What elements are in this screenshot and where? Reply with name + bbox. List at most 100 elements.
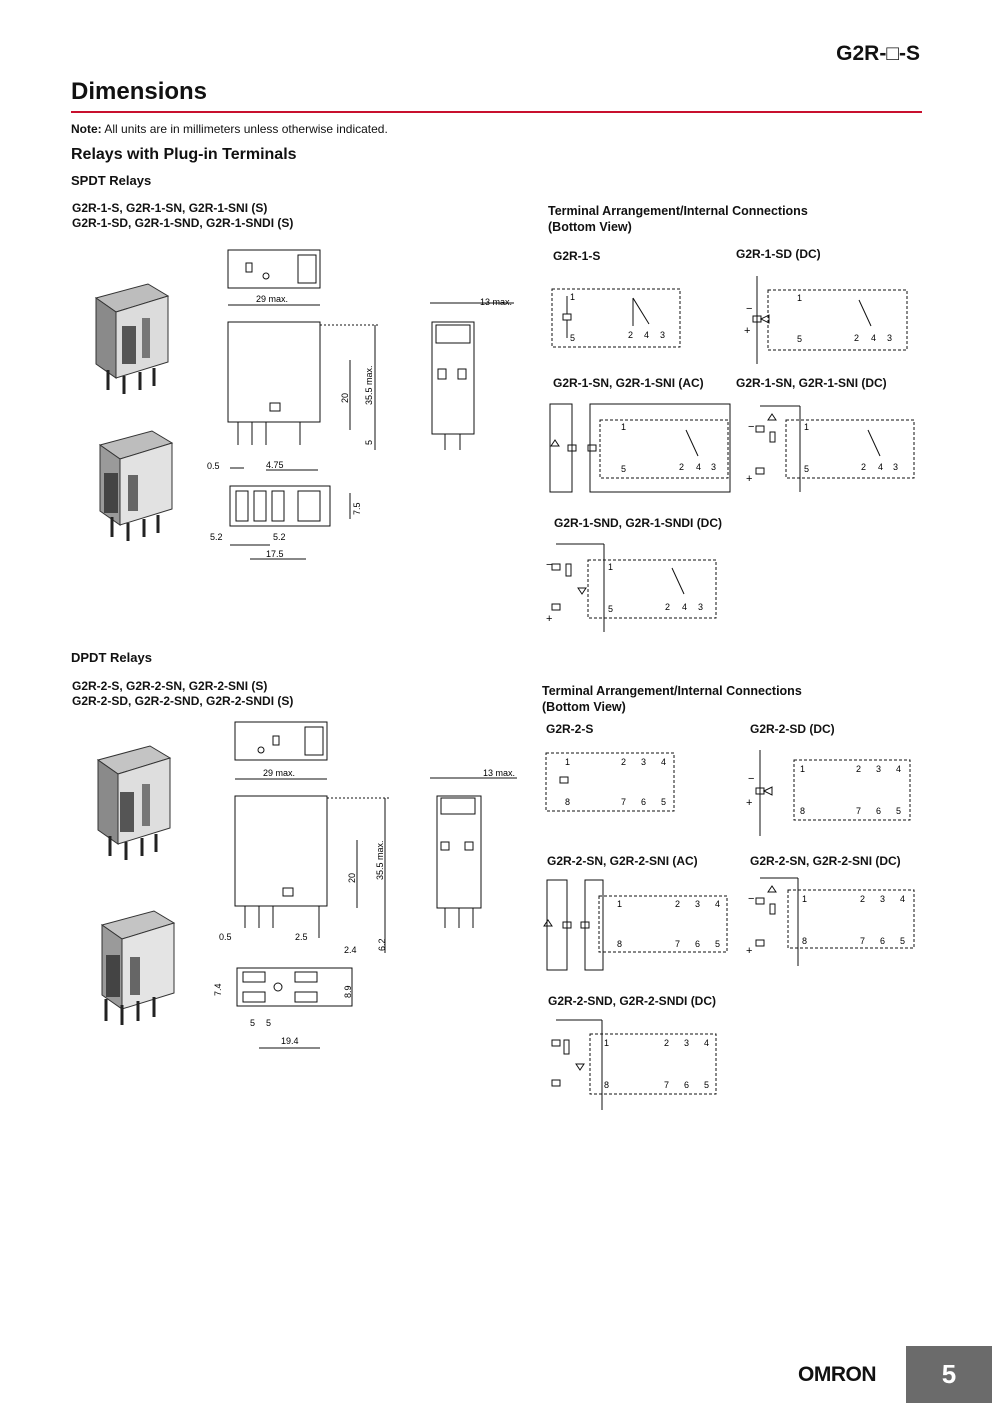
page-title: Dimensions <box>71 78 208 105</box>
spdt-dim-p175: 17.5 <box>266 549 284 559</box>
dpdt-subtitle: DPDT Relays <box>71 650 152 665</box>
svg-text:3: 3 <box>684 1038 689 1048</box>
svg-text:8: 8 <box>617 939 622 949</box>
svg-text:3: 3 <box>660 330 665 340</box>
svg-text:+: + <box>746 945 752 957</box>
svg-text:2: 2 <box>679 462 684 472</box>
spdt-dim-p52b: 5.2 <box>273 532 286 542</box>
svg-text:4: 4 <box>871 333 876 343</box>
svg-text:1: 1 <box>604 1038 609 1048</box>
dpdt-diagram-s-label: G2R-2-S <box>546 722 594 736</box>
section-title: Relays with Plug-in Terminals <box>71 146 297 163</box>
svg-text:4: 4 <box>661 757 666 767</box>
spdt-terminal-title: Terminal Arrangement/Internal Connection… <box>548 204 808 218</box>
note-text: All units are in millimeters unless othe… <box>101 122 388 136</box>
page-number: 5 <box>906 1346 992 1403</box>
svg-text:2: 2 <box>854 333 859 343</box>
spdt-dimension-drawing: 29 max. 20 35.5 max. 5 0.5 4.75 7.5 5.2 … <box>207 249 514 560</box>
dpdt-dim-h20: 20 <box>347 873 357 883</box>
svg-text:1: 1 <box>800 764 805 774</box>
svg-text:3: 3 <box>641 757 646 767</box>
dpdt-diagram-snd-label: G2R-2-SND, G2R-2-SNDI (DC) <box>548 994 717 1008</box>
spdt-models: G2R-1-S, G2R-1-SN, G2R-1-SNI (S) G2R-1-S… <box>72 201 293 231</box>
spdt-dim-width: 29 max. <box>256 294 288 304</box>
svg-text:7: 7 <box>856 806 861 816</box>
spdt-dim-t05: 0.5 <box>207 461 220 471</box>
dpdt-diagram-snac-label: G2R-2-SN, G2R-2-SNI (AC) <box>547 854 698 868</box>
dpdt-terminal-subtitle: (Bottom View) <box>542 700 626 714</box>
svg-text:7: 7 <box>621 797 626 807</box>
spdt-diagram-snac-label: G2R-1-SN, G2R-1-SNI (AC) <box>553 376 704 390</box>
svg-text:2: 2 <box>860 894 865 904</box>
dpdt-dim-t25: 2.5 <box>295 932 308 942</box>
svg-text:7: 7 <box>860 936 865 946</box>
omron-logo: OMRON <box>798 1363 877 1386</box>
spdt-models-line2: G2R-1-SD, G2R-1-SND, G2R-1-SNDI (S) <box>72 216 294 230</box>
svg-text:5: 5 <box>621 464 626 474</box>
svg-text:4: 4 <box>900 894 905 904</box>
spdt-subtitle: SPDT Relays <box>71 173 152 188</box>
svg-text:5: 5 <box>570 333 575 343</box>
svg-text:1: 1 <box>617 899 622 909</box>
spdt-dim-h20: 20 <box>340 393 350 403</box>
svg-text:+: + <box>746 473 752 485</box>
svg-text:2: 2 <box>861 462 866 472</box>
svg-text:−: − <box>748 893 754 905</box>
svg-text:6: 6 <box>641 797 646 807</box>
svg-text:−: − <box>748 421 754 433</box>
dpdt-dim-h89: 8.9 <box>343 985 353 998</box>
spdt-dim-h355: 35.5 max. <box>364 365 374 405</box>
svg-text:8: 8 <box>802 936 807 946</box>
dpdt-dim-t24: 2.4 <box>344 945 357 955</box>
svg-text:−: − <box>748 773 754 785</box>
svg-text:+: + <box>744 325 750 337</box>
svg-text:−: − <box>546 559 552 571</box>
svg-text:5: 5 <box>704 1080 709 1090</box>
svg-text:3: 3 <box>893 462 898 472</box>
svg-text:4: 4 <box>682 602 687 612</box>
svg-text:6: 6 <box>880 936 885 946</box>
dpdt-dim-p194: 19.4 <box>281 1036 299 1046</box>
svg-text:+: + <box>746 797 752 809</box>
svg-text:8: 8 <box>604 1080 609 1090</box>
svg-text:2: 2 <box>665 602 670 612</box>
svg-text:2: 2 <box>856 764 861 774</box>
spdt-relay-photo-1 <box>94 283 170 394</box>
svg-text:4: 4 <box>715 899 720 909</box>
svg-text:5: 5 <box>661 797 666 807</box>
dpdt-models-line1: G2R-2-S, G2R-2-SN, G2R-2-SNI (S) <box>72 679 268 693</box>
dpdt-dim-width: 29 max. <box>263 768 295 778</box>
dpdt-relay-photo-2 <box>100 910 176 1025</box>
title-rule <box>71 111 922 113</box>
svg-text:+: + <box>546 613 552 625</box>
svg-text:5: 5 <box>797 334 802 344</box>
svg-text:1: 1 <box>802 894 807 904</box>
svg-text:−: − <box>746 303 752 315</box>
svg-text:8: 8 <box>800 806 805 816</box>
dpdt-diagram-sd-label: G2R-2-SD (DC) <box>750 722 835 736</box>
dpdt-dim-h74: 7.4 <box>213 983 223 996</box>
svg-text:3: 3 <box>880 894 885 904</box>
svg-text:3: 3 <box>887 333 892 343</box>
dpdt-dimension-drawing: 29 max. 20 35.5 max. 6.2 0.5 2.5 2.4 7.4… <box>213 721 517 1049</box>
svg-text:2: 2 <box>664 1038 669 1048</box>
svg-text:8: 8 <box>565 797 570 807</box>
dpdt-diagram-sndc: − + 1 8 2 3 4 7 6 5 <box>746 877 915 966</box>
svg-text:5: 5 <box>900 936 905 946</box>
spdt-terminal-heading: Terminal Arrangement/Internal Connection… <box>548 203 808 235</box>
spdt-diagram-sndc-label: G2R-1-SN, G2R-1-SNI (DC) <box>736 376 887 390</box>
svg-text:4: 4 <box>696 462 701 472</box>
spdt-diagram-sd-label: G2R-1-SD (DC) <box>736 247 821 261</box>
dpdt-terminal-heading: Terminal Arrangement/Internal Connection… <box>542 683 802 715</box>
dpdt-diagram-sndc-label: G2R-2-SN, G2R-2-SNI (DC) <box>750 854 901 868</box>
svg-text:4: 4 <box>878 462 883 472</box>
svg-text:6: 6 <box>695 939 700 949</box>
spdt-dim-t475: 4.75 <box>266 460 284 470</box>
units-note: Note: All units are in millimeters unles… <box>71 122 388 136</box>
spdt-diagram-s-label: G2R-1-S <box>553 249 601 263</box>
spdt-dim-h5: 5 <box>364 440 374 445</box>
